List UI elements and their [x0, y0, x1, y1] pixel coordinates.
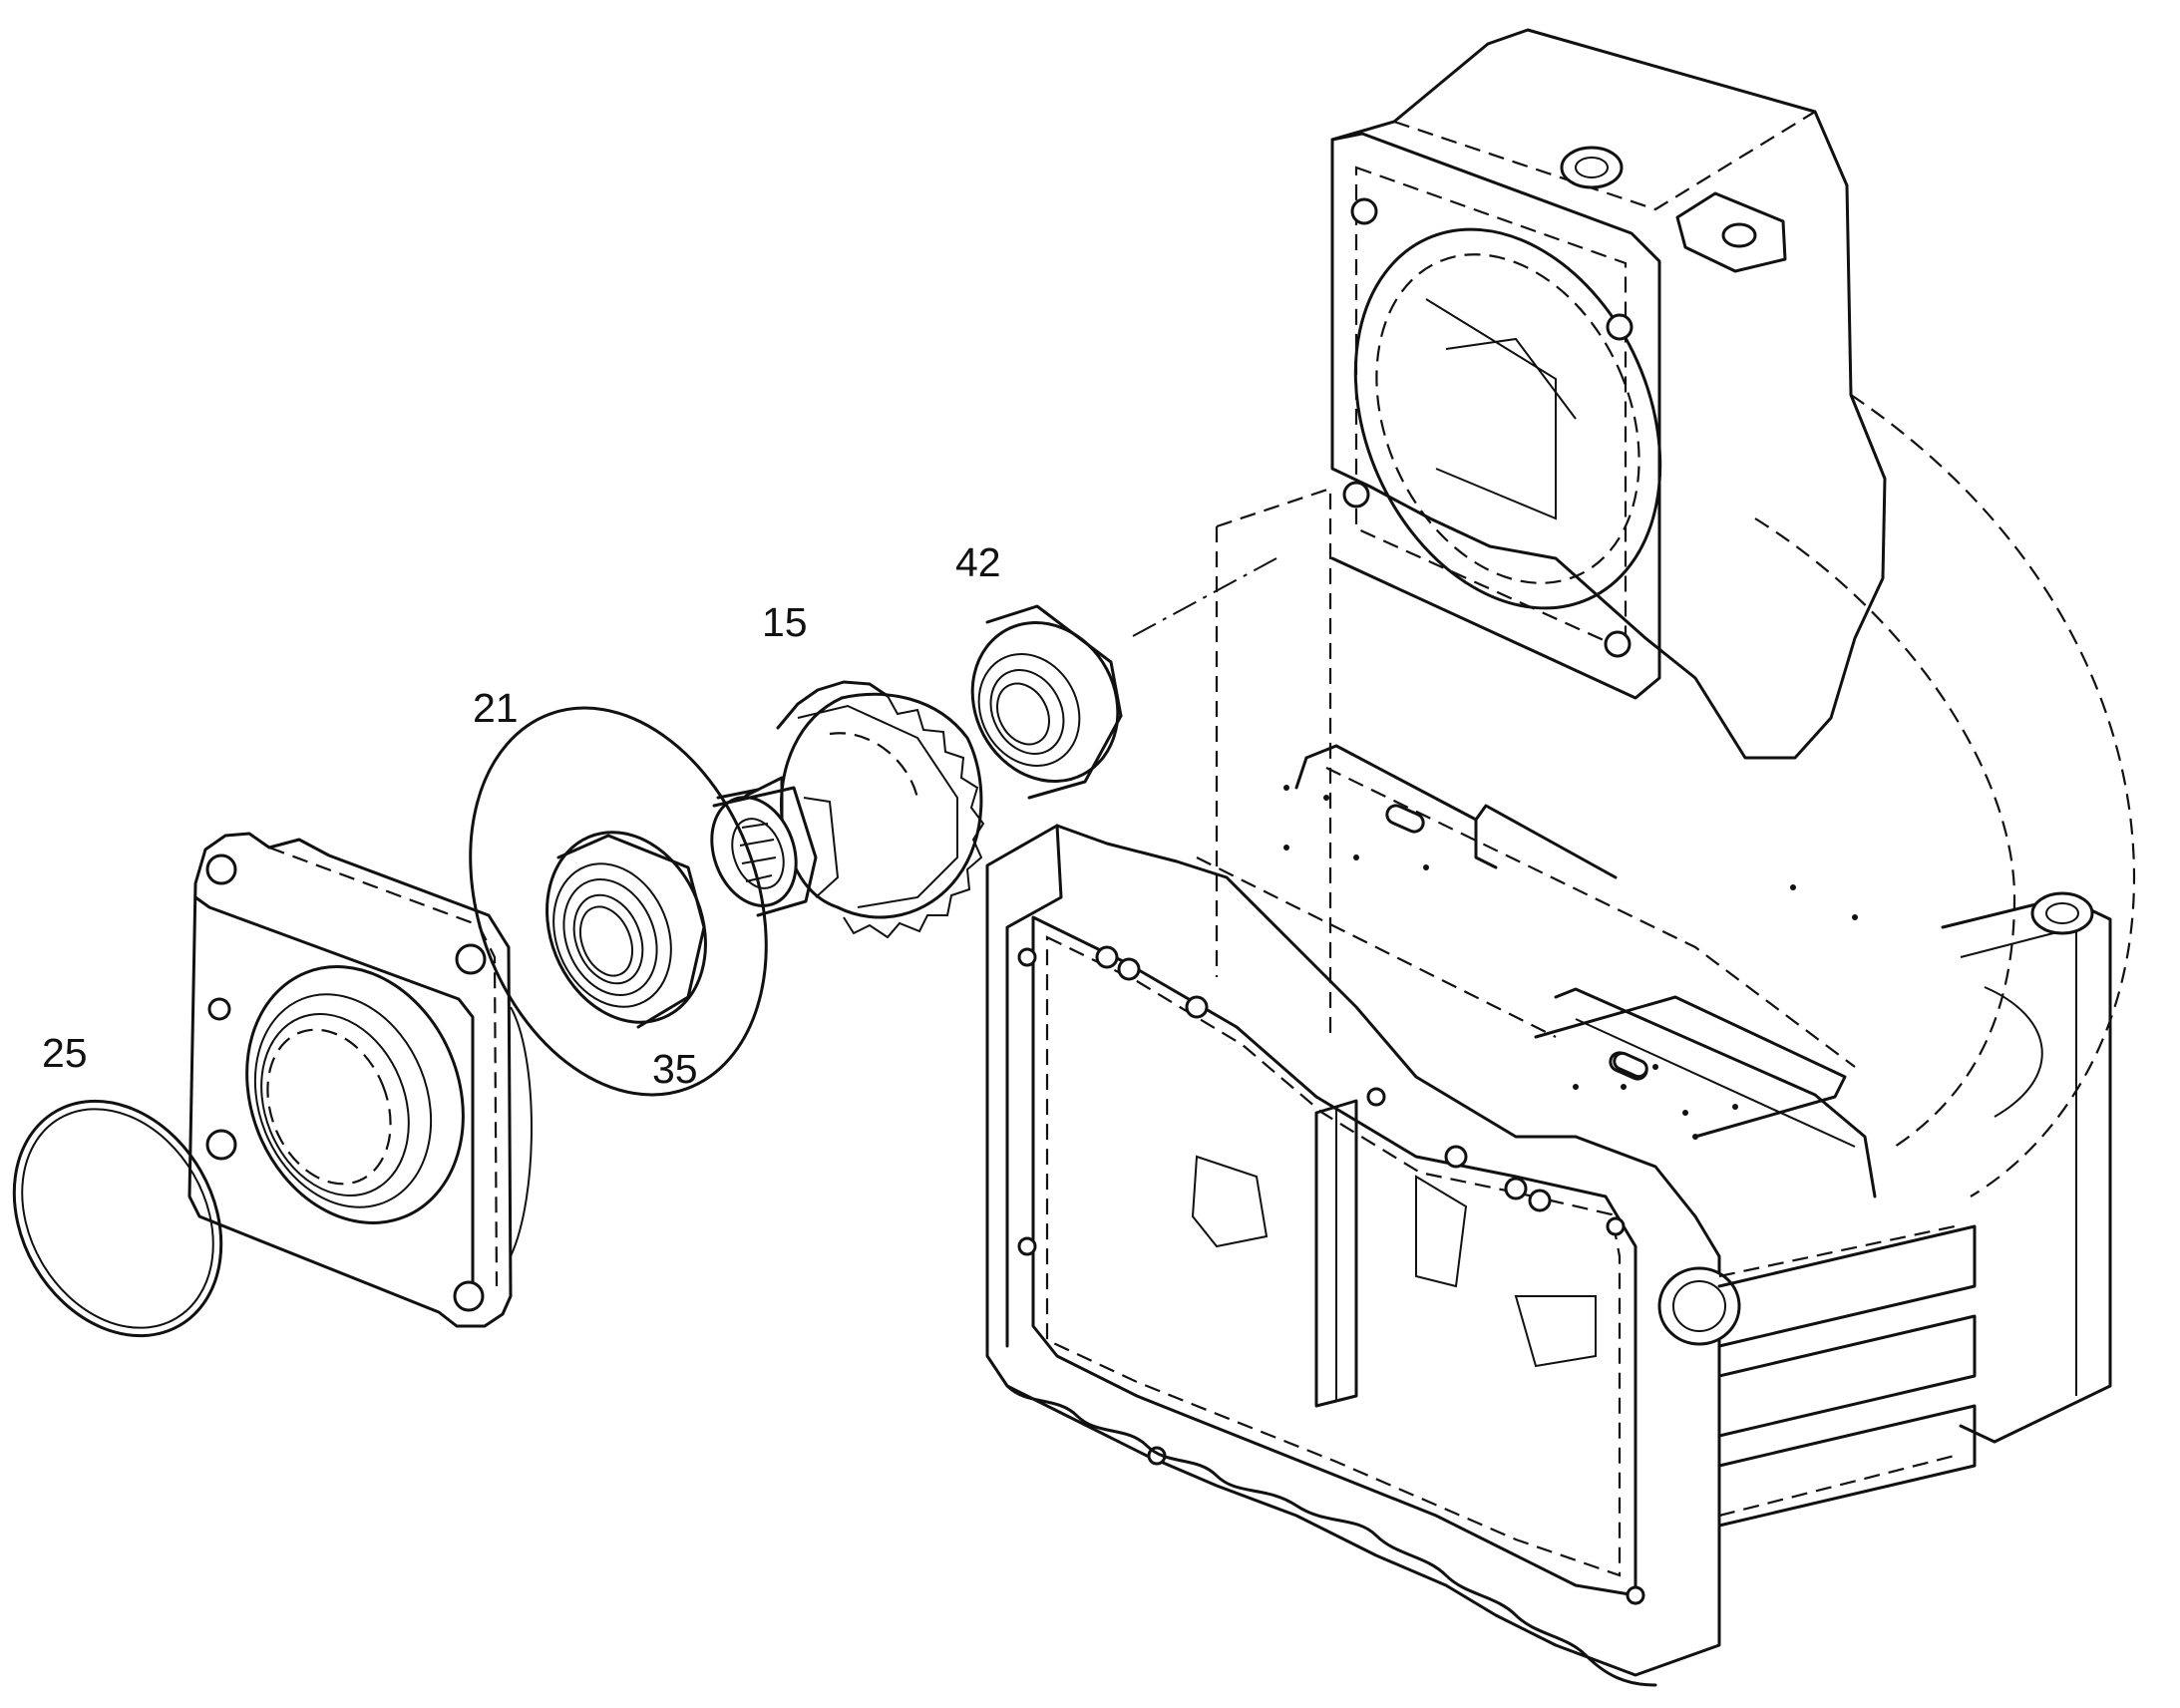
- o-ring-25: [12, 1099, 223, 1338]
- callout-25: 25: [42, 1030, 88, 1076]
- gear-15: [710, 680, 985, 939]
- callout-42: 42: [955, 539, 1001, 585]
- bearing-35: [545, 831, 707, 1029]
- axis-centerline: [1132, 557, 1277, 637]
- transmission-housing: [985, 28, 2136, 1687]
- shim-21: [469, 706, 768, 1097]
- callout-21: 21: [473, 685, 519, 731]
- callout-15: 15: [762, 599, 808, 645]
- callout-35: 35: [652, 1046, 698, 1092]
- bearing-42: [970, 604, 1123, 800]
- bearing-cover-plate: [187, 832, 533, 1328]
